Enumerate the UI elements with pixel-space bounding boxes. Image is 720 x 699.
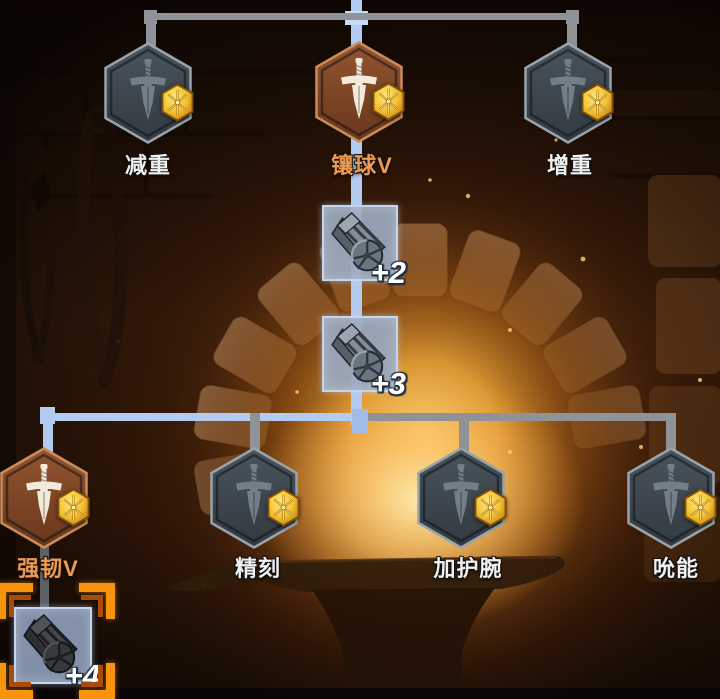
gem-badge-icon: [266, 488, 301, 527]
material-item-plus3[interactable]: +3: [322, 316, 406, 401]
material-bonus-label: +2: [370, 255, 406, 290]
connector-top-bar: [147, 13, 577, 20]
skill-label-jianzhong: 减重: [124, 153, 171, 178]
gem-badge-icon: [473, 488, 508, 527]
skill-node-jingke[interactable]: [210, 447, 298, 549]
connector-stub-jingke: [250, 413, 260, 455]
skill-node-shunneng[interactable]: [627, 447, 715, 549]
skill-node-qiangren[interactable]: [0, 447, 88, 549]
connector-stub-jianzhong: [146, 13, 156, 50]
skill-node-jianzhong[interactable]: [104, 42, 192, 144]
material-item-plus2[interactable]: +2: [322, 205, 406, 290]
connector-mid-bar-active: [44, 413, 367, 421]
connector-stub-qiangren: [43, 413, 53, 455]
skill-node-zengzhong[interactable]: [524, 42, 612, 144]
connector-mid-junction: [352, 409, 368, 434]
material-item-plus4-selected[interactable]: +4: [14, 607, 100, 693]
skill-node-jiahuwan[interactable]: [417, 447, 505, 549]
gem-badge-icon: [371, 82, 406, 121]
gem-badge-icon: [56, 488, 91, 527]
skill-label-jiahuwan: 加护腕: [433, 556, 503, 581]
skill-label-xiangqiu: 镶球V: [331, 153, 393, 178]
skill-label-qiangren: 强韧V: [17, 556, 79, 581]
skill-node-xiangqiu[interactable]: [315, 41, 403, 143]
connector-mid-bar-inactive: [367, 413, 676, 421]
skill-label-jingke: 精刻: [234, 556, 281, 581]
gem-badge-icon: [683, 488, 718, 527]
skill-label-shunneng: 吮能: [652, 556, 699, 581]
connector-stub-shunneng: [666, 413, 676, 455]
connector-drop-to-material: [40, 545, 49, 617]
connector-stub-zengzhong: [567, 13, 577, 50]
gem-badge-icon: [580, 83, 615, 122]
material-bonus-label: +4: [64, 658, 100, 693]
skill-label-zengzhong: 增重: [546, 153, 593, 178]
gem-badge-icon: [160, 83, 195, 122]
connector-stub-jiahuwan: [459, 413, 469, 455]
material-bonus-label: +3: [370, 366, 406, 401]
